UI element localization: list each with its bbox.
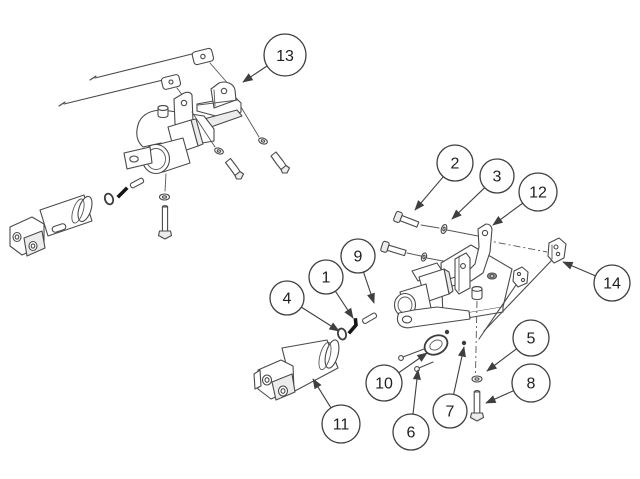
screw-6b: [414, 361, 434, 372]
bolt-8: [469, 390, 485, 422]
svg-text:12: 12: [529, 185, 547, 202]
callout-3: 3: [451, 158, 515, 220]
svg-text:11: 11: [333, 417, 350, 434]
roll-pin-left: [116, 186, 129, 199]
svg-text:5: 5: [527, 331, 536, 348]
motor-actuator: [393, 262, 471, 329]
svg-text:3: 3: [493, 169, 502, 186]
callout-9: 9: [340, 238, 376, 304]
rod-b: [483, 260, 552, 332]
washer-5: [471, 375, 483, 383]
pin-9: [362, 312, 378, 324]
screw-6a: [398, 348, 425, 361]
callout-10: 10: [365, 352, 428, 402]
callout-2: 2: [414, 144, 474, 211]
svg-text:14: 14: [603, 276, 621, 293]
side-bolt-b: [270, 151, 291, 174]
svg-text:10: 10: [375, 376, 393, 393]
callout-14: 14: [562, 261, 631, 302]
actuator-body: [123, 91, 215, 175]
assembly-right: [253, 210, 567, 422]
callout-13: 13: [242, 33, 307, 83]
clevis-pin-left: [103, 177, 145, 206]
callouts: 13 2 3 12 14 9: [242, 33, 631, 451]
bracket-12: [448, 223, 493, 295]
keeper-plate-14: [483, 237, 567, 332]
callout-8: 8: [485, 363, 551, 404]
svg-text:9: 9: [354, 249, 363, 266]
callout-7: 7: [432, 346, 468, 429]
assembly-left: [9, 47, 291, 257]
bottom-bolt: [157, 205, 173, 240]
bolt-2: [393, 210, 440, 229]
o-ring-left: [103, 192, 115, 206]
lever-arm: [396, 306, 471, 329]
svg-text:7: 7: [446, 404, 455, 421]
side-washer-b: [240, 106, 268, 145]
svg-text:6: 6: [407, 425, 416, 442]
svg-text:1: 1: [322, 270, 331, 287]
grommet-10: [423, 334, 449, 356]
callout-6: 6: [392, 369, 430, 451]
washer-3: [440, 224, 548, 253]
svg-text:8: 8: [527, 376, 536, 393]
bolt-2b: [380, 240, 422, 257]
ball-7b: [461, 340, 467, 346]
svg-text:13: 13: [276, 48, 294, 65]
callout-5: 5: [486, 319, 550, 372]
callout-1: 1: [308, 259, 354, 319]
roller-clevis-11: [253, 339, 340, 401]
side-washer-a: [191, 111, 224, 155]
callout-12: 12: [492, 172, 558, 226]
callout-4: 4: [269, 280, 340, 332]
roller-clevis-left: [9, 194, 93, 257]
mounting-bracket-13: [196, 81, 243, 129]
roll-pin-1: [347, 318, 358, 335]
fastener-column: [469, 300, 485, 422]
pull-cable-upper: [89, 47, 231, 87]
svg-text:4: 4: [283, 291, 292, 308]
ball-7a: [444, 329, 450, 335]
svg-text:2: 2: [451, 156, 460, 173]
o-ring-4: [336, 327, 348, 341]
bottom-washer: [158, 173, 171, 201]
side-bolt-a: [224, 157, 245, 180]
callout-11: 11: [312, 378, 361, 444]
pull-cable-lower: [58, 74, 187, 107]
